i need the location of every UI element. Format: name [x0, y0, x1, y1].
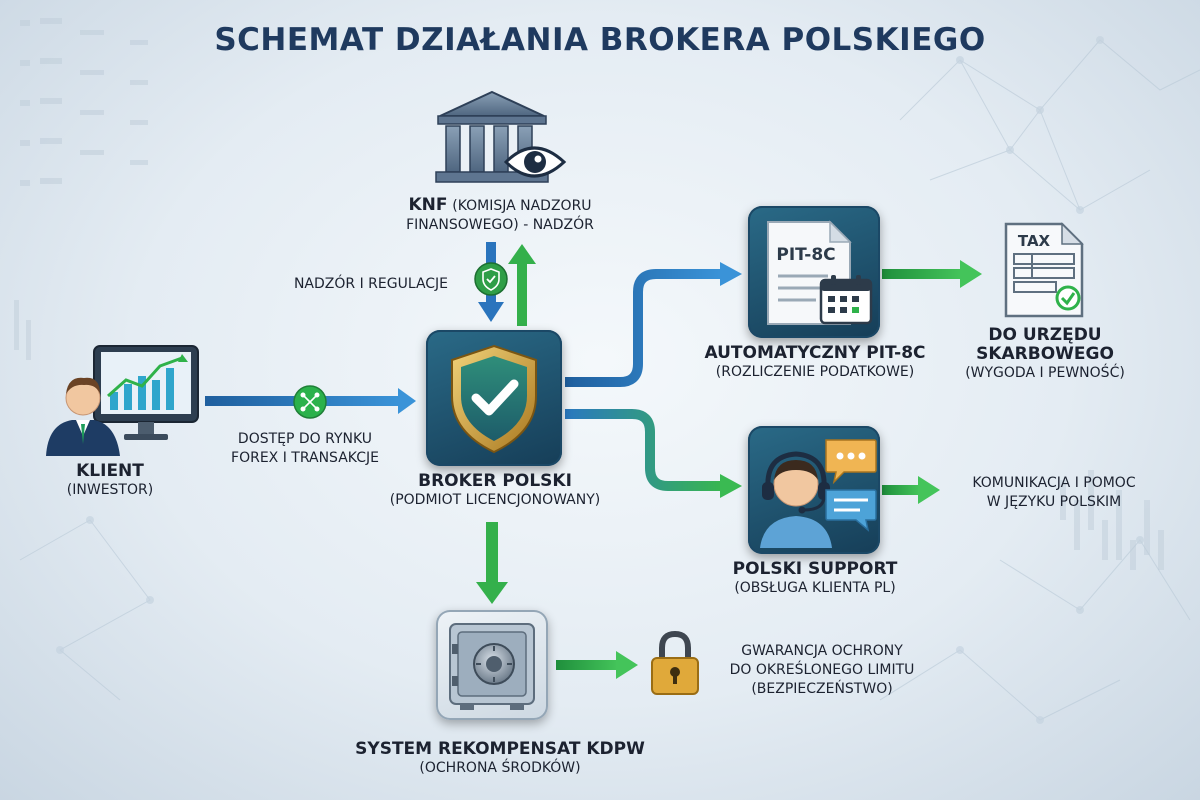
arrow-kdpw-to-guarantee [556, 651, 638, 679]
diagram-title: SCHEMAT DZIAŁANIA BROKERA POLSKIEGO [214, 22, 986, 58]
arrow-broker-to-pit [565, 262, 742, 387]
chat-bubbles-icon [825, 439, 877, 532]
safe-icon [449, 623, 535, 710]
support-label: POLSKI SUPPORT (OBSŁUGA KLIENTA PL) [690, 560, 940, 598]
investor-monitor-icon [46, 345, 199, 456]
arrow-pit-to-tax [882, 260, 982, 288]
bank-eye-icon [435, 90, 567, 183]
support-name: POLSKI SUPPORT [732, 559, 898, 579]
arrow-support-to-help [882, 476, 940, 504]
client-link-line2: FOREX I TRANSAKCJE [231, 450, 379, 466]
tax-line1: DO URZĘDU [988, 325, 1102, 345]
headset-support-icon [760, 451, 832, 548]
broker-label: BROKER POLSKI (PODMIOT LICENCJONOWANY) [360, 472, 630, 510]
knf-paren: (KOMISJA NADZORU [452, 198, 592, 214]
guarantee-line1: GWARANCJA OCHRONY [741, 643, 903, 659]
broker-role: (PODMIOT LICENCJONOWANY) [389, 492, 601, 508]
support-role: (OBSŁUGA KLIENTA PL) [734, 580, 896, 596]
support-desc-line2: W JĘZYKU POLSKIM [986, 494, 1122, 510]
client-label: KLIENT (INWESTOR) [40, 462, 180, 500]
client-link-label: DOSTĘP DO RYNKU FOREX I TRANSAKCJE [210, 430, 400, 468]
guarantee-label: GWARANCJA OCHRONY DO OKREŚLONEGO LIMITU … [712, 642, 932, 699]
kdpw-role: (OCHRONA ŚRODKÓW) [419, 760, 581, 776]
calendar-icon [819, 275, 873, 325]
support-desc-line1: KOMUNIKACJA I POMOC [972, 475, 1136, 491]
arrow-broker-to-kdpw [476, 522, 508, 604]
tax-label: DO URZĘDU SKARBOWEGO (WYGODA I PEWNOŚĆ) [930, 326, 1160, 383]
guarantee-line3: (BEZPIECZEŃSTWO) [751, 681, 893, 697]
small-shield-icon [474, 262, 508, 296]
knf-arrow-label: NADZÓR I REGULACJE [293, 276, 449, 292]
arrow-broker-to-knf [508, 244, 536, 326]
client-link-line1: DOSTĘP DO RYNKU [237, 431, 373, 447]
pit-doc-label: PIT-8C [776, 245, 835, 265]
broker-name: BROKER POLSKI [418, 471, 572, 491]
pit-label: AUTOMATYCZNY PIT-8C (ROZLICZENIE PODATKO… [690, 344, 940, 382]
shield-check-icon [451, 344, 537, 454]
pit-name: AUTOMATYCZNY PIT-8C [704, 343, 926, 363]
knf-label: KNF (KOMISJA NADZORU FINANSOWEGO) - NADZ… [370, 196, 630, 235]
kdpw-label: SYSTEM REKOMPENSAT KDPW (OCHRONA ŚRODKÓW… [340, 740, 660, 778]
guarantee-line2: DO OKREŚLONEGO LIMITU [729, 662, 915, 678]
pit-role: (ROZLICZENIE PODATKOWE) [715, 364, 915, 380]
tax-line3: (WYGODA I PEWNOŚĆ) [965, 365, 1125, 381]
tax-form-icon: TAX [1004, 222, 1084, 318]
network-node-icon [293, 385, 327, 419]
client-role: (INWESTOR) [66, 482, 154, 498]
support-desc: KOMUNIKACJA I POMOC W JĘZYKU POLSKIM [944, 474, 1164, 512]
tax-line2: SKARBOWEGO [976, 344, 1114, 364]
client-name: KLIENT [76, 461, 144, 481]
tax-doc-label: TAX [1018, 232, 1051, 250]
kdpw-name: SYSTEM REKOMPENSAT KDPW [355, 739, 645, 759]
padlock-icon [651, 630, 699, 695]
knf-line2: FINANSOWEGO) - NADZÓR [406, 217, 594, 233]
knf-lead: KNF [408, 195, 448, 215]
arrow-broker-to-support [565, 409, 742, 498]
